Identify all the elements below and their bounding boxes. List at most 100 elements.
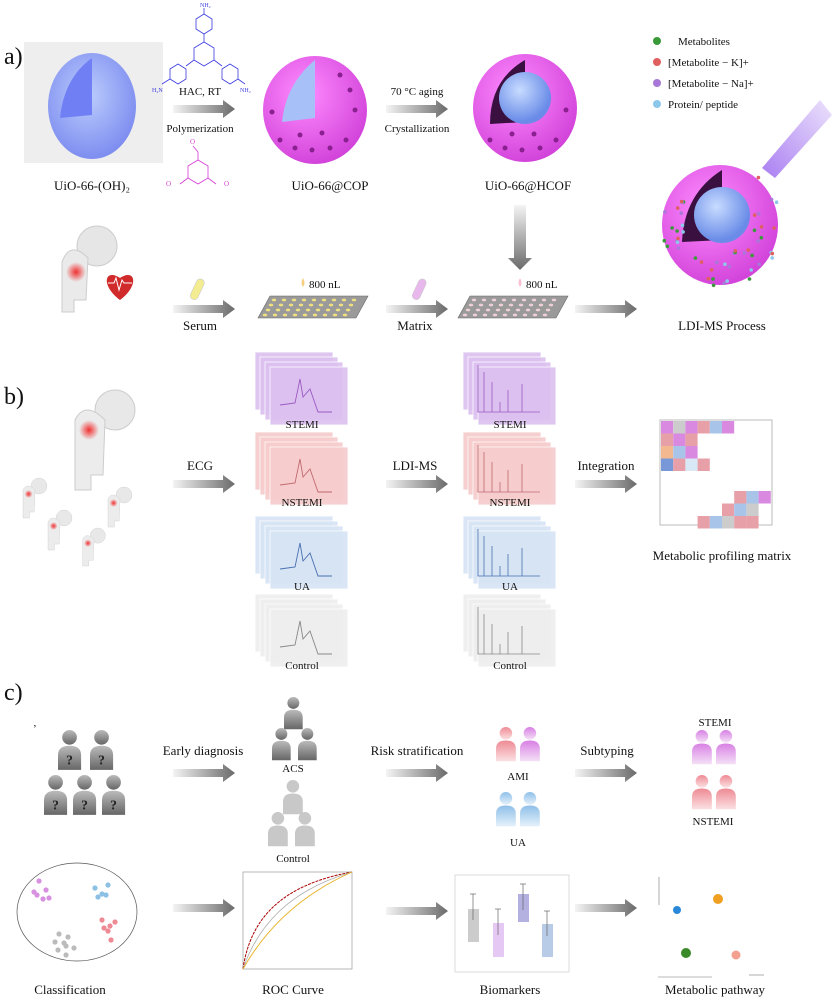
patient-icon: [520, 727, 540, 762]
serum-tube-icon: [190, 278, 205, 300]
patient-figure: [22, 477, 48, 519]
question-mark: ?: [98, 753, 105, 768]
plate-well: [511, 298, 517, 302]
metabolite-dot: [693, 256, 698, 260]
metabolite-dot: [711, 283, 716, 288]
step-label-aging: 70 °C aging: [391, 86, 444, 98]
cluster-point: [105, 928, 111, 934]
pathway-node: [681, 948, 691, 958]
plate-well: [322, 313, 328, 317]
metabolite-dot: [756, 239, 760, 243]
metabolite-dot: [756, 175, 761, 180]
chem-label-o: O: [224, 180, 229, 188]
ms-group-label: UA: [502, 581, 518, 593]
matrix-cell: [673, 458, 686, 471]
matrix-cell: [746, 516, 759, 529]
cluster-point: [55, 947, 61, 953]
metabolite-dot: [665, 244, 670, 249]
ldi-ms-particle: [662, 165, 779, 288]
ms-stack-stemi: [462, 351, 557, 426]
metabolite-dot: [714, 260, 719, 265]
ms-axes: [477, 529, 540, 577]
stack-card: [269, 608, 349, 668]
matrix-cell: [722, 516, 735, 529]
plate-well: [481, 298, 487, 302]
chem-label-h2n: H₂N: [152, 88, 163, 94]
plate-well: [351, 298, 357, 302]
plate-well: [341, 298, 347, 302]
ldi-ms-process-label: LDI-MS Process: [678, 318, 766, 333]
step-label-crystallization: Crystallization: [385, 123, 450, 135]
biomarker-bar: [468, 909, 479, 942]
ecg-stack-control: [254, 593, 349, 668]
patient-figure: [74, 389, 136, 491]
ms-stack-control: [462, 593, 557, 668]
metabolite-dot: [759, 225, 764, 229]
metabolite-dot: [723, 262, 727, 267]
matrix-cell: [685, 446, 698, 459]
metabolite-dot: [676, 236, 680, 241]
acs-label: ACS: [282, 763, 303, 775]
metabolite-dot: [769, 197, 774, 202]
cluster-point: [63, 943, 69, 949]
risk-stratification-label: Risk stratification: [371, 743, 464, 758]
metabolite-dot: [746, 248, 751, 252]
matrix-tube-icon: [412, 278, 427, 300]
plate-well: [518, 303, 524, 307]
plate-well: [522, 313, 528, 317]
plate-well: [262, 313, 268, 317]
plate-well: [485, 308, 491, 312]
cluster-point: [46, 895, 52, 901]
metabolite-dot: [727, 264, 732, 269]
legend-marker-icon: [653, 58, 661, 66]
plate-well: [272, 313, 278, 317]
volume-label: 800 nL: [526, 279, 558, 291]
question-mark: ?: [66, 753, 73, 768]
ecg-label: ECG: [187, 458, 213, 473]
cluster-point: [92, 885, 98, 891]
patient-icon: [520, 792, 540, 827]
ms-stack-nstemi: [462, 431, 557, 506]
subtyping-label: Subtyping: [580, 743, 634, 758]
patient-figure: [107, 486, 133, 528]
plate-well: [531, 298, 537, 302]
plate-well: [535, 308, 541, 312]
ecg-trace: [279, 458, 332, 493]
plate-well: [282, 313, 288, 317]
stack-card: [477, 608, 557, 668]
chem-label-o: O: [190, 138, 195, 146]
metabolite-dot: [725, 279, 729, 283]
matrix-label: Matrix: [397, 318, 433, 333]
uio66-cop-particle: [263, 56, 367, 164]
plate-well: [525, 308, 531, 312]
biomarkers-label: Biomarkers: [480, 982, 541, 997]
matrix-cell: [734, 491, 747, 504]
metabolite-dot: [742, 251, 747, 255]
arrow-down-to-plate: [508, 205, 532, 270]
arrow-serum: [173, 300, 235, 318]
metabolite-dot: [663, 210, 667, 214]
roc-curve-yellow: [242, 871, 353, 970]
matrix-cell: [722, 503, 735, 516]
cluster-point: [36, 878, 42, 884]
sample-plate: [457, 295, 569, 319]
plate-well: [508, 303, 514, 307]
metabolite-dot: [750, 253, 754, 258]
ua-label: UA: [510, 837, 526, 849]
biomarker-bar: [518, 894, 529, 922]
matrix-cell: [697, 421, 710, 434]
metabolite-dot: [711, 277, 715, 281]
plate-well: [328, 303, 334, 307]
plate-well: [502, 313, 508, 317]
droplet-icon: [301, 278, 305, 287]
material-label-uio66-oh2: UiO-66-(OH)₂: [54, 178, 130, 193]
patient-icon: [716, 775, 736, 810]
cluster-point: [101, 925, 107, 931]
material-label-uio66-cop: UiO-66@COP: [292, 178, 369, 193]
plate-well: [325, 308, 331, 312]
cluster-point: [99, 917, 105, 923]
classification-label: Classification: [34, 982, 106, 997]
metabolite-dot: [757, 262, 761, 267]
legend-marker-icon: [653, 79, 661, 87]
arrow-ecg: [173, 475, 235, 493]
